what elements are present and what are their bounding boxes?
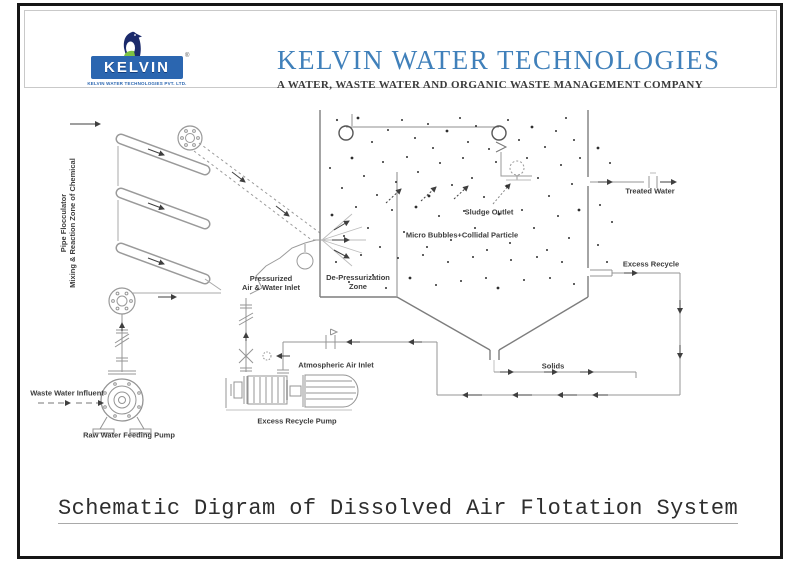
treated-water-outlet bbox=[590, 172, 677, 188]
company-subtitle: A WATER, WASTE WATER AND ORGANIC WASTE M… bbox=[277, 79, 704, 91]
daf-tank bbox=[319, 110, 589, 360]
company-logo: KELVIN ® KELVIN WATER TECHNOLOGIES PVT. … bbox=[87, 29, 197, 91]
excess-recycle-pump-unit bbox=[225, 342, 359, 411]
registered-mark: ® bbox=[185, 53, 190, 59]
skimmer bbox=[335, 114, 508, 153]
schematic-drawing bbox=[38, 110, 683, 434]
micro-bubble-dots bbox=[329, 116, 613, 290]
pressurized-riser bbox=[238, 298, 254, 372]
solids-outlet bbox=[493, 360, 637, 378]
logo-tagline: KELVIN WATER TECHNOLOGIES PVT. LTD. bbox=[87, 81, 187, 86]
header-title-block: KELVIN WATER TECHNOLOGIES A WATER, WASTE… bbox=[277, 45, 721, 91]
pressurized-inlet-assembly bbox=[249, 213, 366, 295]
penguin-logo-icon bbox=[123, 31, 142, 56]
pipe-flocculator bbox=[70, 121, 321, 315]
drawing-caption: Schematic Digram of Dissolved Air Flotat… bbox=[58, 496, 739, 524]
sludge-outlet-assembly bbox=[492, 152, 532, 205]
floc-rise-arrows bbox=[385, 185, 469, 204]
header: KELVIN ® KELVIN WATER TECHNOLOGIES PVT. … bbox=[24, 10, 777, 91]
company-title: KELVIN WATER TECHNOLOGIES bbox=[277, 45, 721, 75]
recycle-piping bbox=[262, 269, 683, 398]
flange-bottom bbox=[108, 287, 136, 315]
logo-brand-text: KELVIN bbox=[91, 56, 183, 79]
raw-water-pump bbox=[38, 314, 152, 434]
flange-top bbox=[177, 125, 203, 151]
